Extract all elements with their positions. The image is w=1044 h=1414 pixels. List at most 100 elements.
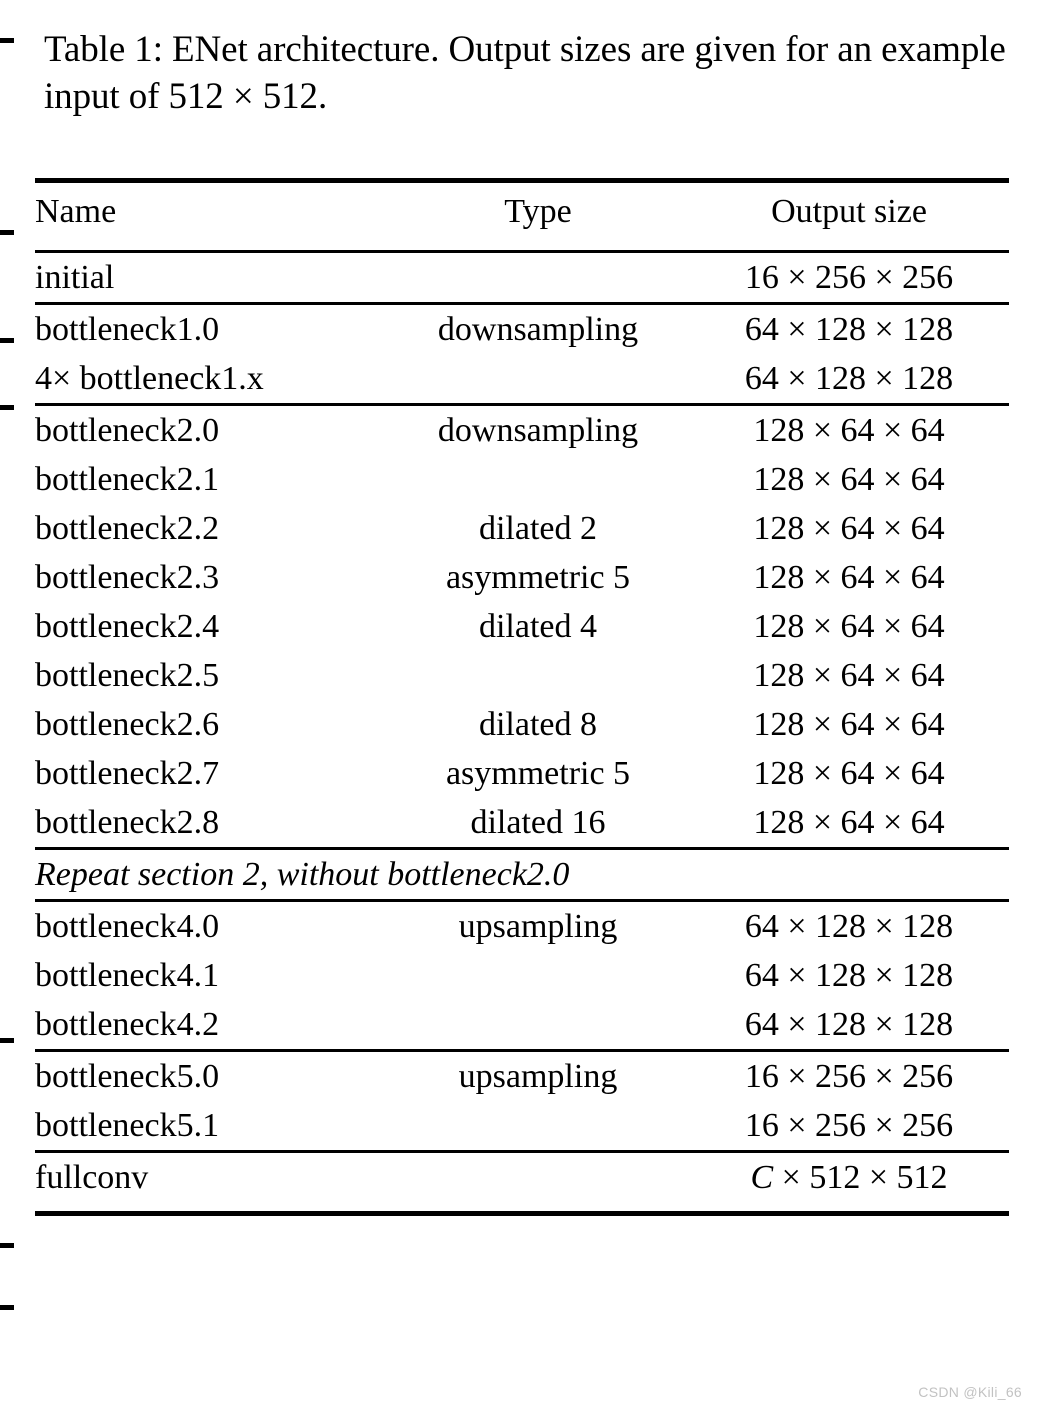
cell-output: 128 × 64 × 64 [753, 412, 945, 449]
rule-line [35, 1150, 1009, 1153]
cell-name: bottleneck4.1 [35, 957, 220, 994]
table-row: initial 16 × 256 × 256 [35, 253, 1009, 302]
table-row: bottleneck2.2 dilated 2 128 × 64 × 64 [35, 504, 1009, 553]
cell-name: bottleneck2.4 [35, 608, 220, 645]
cell-type [387, 651, 689, 700]
cell-type: upsampling [458, 908, 618, 945]
edge-mark [0, 405, 14, 410]
cell-output: 16 × 256 × 256 [744, 1107, 954, 1144]
cell-output: C × 512 × 512 [689, 1153, 1009, 1202]
cell-name: bottleneck2.1 [35, 461, 220, 498]
cell-output: 128 × 64 × 64 [753, 608, 945, 645]
table-rule-top [35, 178, 1009, 183]
table-rule-section5 [35, 1049, 1009, 1052]
table-row: bottleneck2.3 asymmetric 5 128 × 64 × 64 [35, 553, 1009, 602]
cell-output: 128 × 64 × 64 [753, 559, 945, 596]
cell-name: bottleneck4.0 [35, 908, 220, 945]
table-header-row: Name Type Output size [35, 183, 1009, 241]
enet-architecture-table: Name Type Output size initial 16 × 256 ×… [35, 178, 1009, 1216]
table-row: bottleneck4.1 64 × 128 × 128 [35, 951, 1009, 1000]
cell-output: 64 × 128 × 128 [744, 957, 954, 994]
cell-name: bottleneck5.1 [35, 1107, 220, 1144]
cell-output: 128 × 64 × 64 [753, 804, 945, 841]
cell-name: bottleneck2.2 [35, 510, 220, 547]
csdn-watermark: CSDN @Kili_66 [918, 1384, 1022, 1400]
rule-line [35, 178, 1009, 183]
edge-mark [0, 1038, 14, 1043]
repeat-section-note: Repeat section 2, without bottleneck2.0 [35, 856, 570, 893]
edge-mark [0, 38, 14, 43]
cell-output: 128 × 64 × 64 [753, 461, 945, 498]
table-row: bottleneck5.0 upsampling 16 × 256 × 256 [35, 1052, 1009, 1101]
edge-mark [0, 1243, 14, 1248]
cell-name: initial [35, 259, 115, 296]
table-row: 4× bottleneck1.x 64 × 128 × 128 [35, 354, 1009, 403]
cell-name: bottleneck5.0 [35, 1058, 220, 1095]
cell-type: asymmetric 5 [445, 559, 631, 596]
cell-name: bottleneck2.8 [35, 804, 220, 841]
table-rule-header [35, 241, 1009, 253]
table-rule-section2 [35, 403, 1009, 406]
cell-output: 128 × 64 × 64 [753, 755, 945, 792]
cell-type [387, 951, 689, 1000]
cell-type: dilated 2 [478, 510, 598, 547]
table-note-row: Repeat section 2, without bottleneck2.0 [35, 850, 1009, 899]
table-row: bottleneck2.6 dilated 8 128 × 64 × 64 [35, 700, 1009, 749]
table-container: Name Type Output size initial 16 × 256 ×… [35, 178, 1009, 1216]
rule-line [35, 403, 1009, 406]
table-row: bottleneck2.7 asymmetric 5 128 × 64 × 64 [35, 749, 1009, 798]
column-header-name: Name [35, 193, 117, 230]
edge-mark [0, 338, 14, 343]
table-rule-section3 [35, 847, 1009, 850]
cell-output: 64 × 128 × 128 [744, 1006, 954, 1043]
table-rule-section6 [35, 1150, 1009, 1153]
table-rule-section1 [35, 302, 1009, 305]
cell-type: dilated 8 [478, 706, 598, 743]
class-count-variable: C [750, 1159, 774, 1196]
cell-name: bottleneck2.5 [35, 657, 220, 694]
table-rule-bottom [35, 1202, 1009, 1216]
edge-mark [0, 1305, 14, 1310]
cell-name: 4× bottleneck1.x [35, 360, 264, 397]
cell-output: 128 × 64 × 64 [753, 657, 945, 694]
rule-line [35, 250, 1009, 253]
cell-name: bottleneck2.7 [35, 755, 220, 792]
cell-name: bottleneck2.6 [35, 706, 220, 743]
rule-line [35, 847, 1009, 850]
table-row: bottleneck2.8 dilated 16 128 × 64 × 64 [35, 798, 1009, 847]
cell-type [387, 1000, 689, 1049]
rule-line [35, 1049, 1009, 1052]
table-row: bottleneck4.2 64 × 128 × 128 [35, 1000, 1009, 1049]
cell-output: 128 × 64 × 64 [753, 706, 945, 743]
cell-type [387, 455, 689, 504]
cell-output: 64 × 128 × 128 [744, 360, 954, 397]
cell-name: bottleneck4.2 [35, 1006, 220, 1043]
column-header-output: Output size [771, 193, 927, 230]
output-dims: × 512 × 512 [773, 1159, 948, 1196]
column-header-type: Type [504, 193, 572, 230]
cell-output: 16 × 256 × 256 [744, 1058, 954, 1095]
table-caption: Table 1: ENet architecture. Output sizes… [44, 29, 1006, 118]
cell-type: dilated 4 [478, 608, 598, 645]
cell-output: 64 × 128 × 128 [744, 908, 954, 945]
table-row: bottleneck5.1 16 × 256 × 256 [35, 1101, 1009, 1150]
rule-line [35, 899, 1009, 902]
cell-type [387, 1153, 689, 1202]
cell-output: 64 × 128 × 128 [744, 311, 954, 348]
cell-name: bottleneck2.0 [35, 412, 220, 449]
rule-line [35, 302, 1009, 305]
cell-name: bottleneck1.0 [35, 311, 220, 348]
cell-name: fullconv [35, 1159, 149, 1196]
table-row: bottleneck4.0 upsampling 64 × 128 × 128 [35, 902, 1009, 951]
table-row: bottleneck2.0 downsampling 128 × 64 × 64 [35, 406, 1009, 455]
cell-name: bottleneck2.3 [35, 559, 220, 596]
table-row: bottleneck2.5 128 × 64 × 64 [35, 651, 1009, 700]
cell-type: dilated 16 [470, 804, 606, 841]
cell-type [387, 354, 689, 403]
table-row: bottleneck2.1 128 × 64 × 64 [35, 455, 1009, 504]
table-row: bottleneck1.0 downsampling 64 × 128 × 12… [35, 305, 1009, 354]
cell-type: upsampling [458, 1058, 618, 1095]
table-row: bottleneck2.4 dilated 4 128 × 64 × 64 [35, 602, 1009, 651]
table-rule-section4 [35, 899, 1009, 902]
cell-type: downsampling [437, 412, 639, 449]
